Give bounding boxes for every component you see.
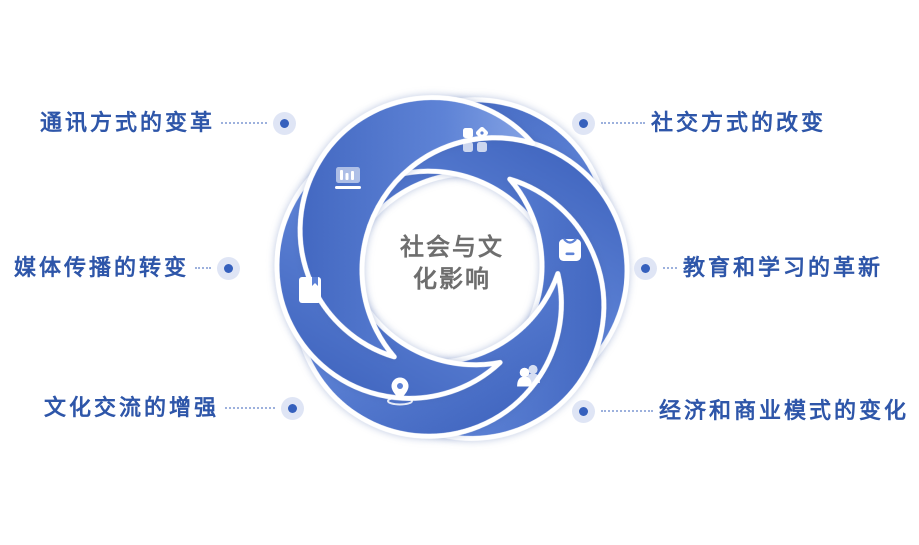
callout-label: 教育和学习的革新: [683, 255, 884, 280]
connector-dot-core: [224, 263, 234, 273]
callout-bottom-left: 文化交流的增强: [44, 395, 305, 421]
connector-dot: [572, 111, 595, 135]
connector-dot: [281, 396, 305, 420]
connector-dot-core: [288, 403, 298, 413]
apps-grid-icon: [463, 126, 489, 152]
dotted-connector: [195, 267, 212, 269]
dotted-connector: [221, 122, 268, 124]
connector-dot: [273, 111, 297, 135]
connector-dot: [634, 256, 657, 280]
callout-bottom-right: 经济和商业模式的变化: [572, 398, 909, 424]
people-icon: [517, 364, 540, 387]
connector-dot-core: [280, 118, 290, 128]
connector-dot-core: [641, 263, 650, 273]
center-title-line1: 社会与文: [400, 234, 504, 261]
dotted-connector: [601, 410, 653, 412]
callout-label: 媒体传播的转变: [14, 255, 190, 280]
callout-label: 社交方式的改变: [651, 110, 827, 135]
dotted-connector: [601, 122, 645, 124]
connector-dot-core: [579, 118, 588, 128]
location-pin-icon: [387, 377, 413, 406]
dotted-connector: [225, 407, 276, 409]
connector-dot: [572, 399, 595, 423]
petal-top-left: [297, 95, 536, 360]
callout-label: 文化交流的增强: [44, 395, 220, 420]
backpack-icon: [559, 238, 581, 261]
callout-middle-right: 教育和学习的革新: [634, 255, 883, 281]
diagram-center-title: 社会与文 化影响: [342, 232, 562, 296]
bar-chart-board-icon: [335, 167, 361, 189]
dotted-connector: [663, 267, 677, 269]
callout-label: 通讯方式的变革: [40, 110, 216, 135]
callout-top-right: 社交方式的改变: [572, 110, 826, 136]
callout-middle-left: 媒体传播的转变: [14, 255, 241, 281]
callout-top-left: 通讯方式的变革: [40, 110, 297, 136]
callout-label: 经济和商业模式的变化: [659, 398, 910, 423]
connector-dot-core: [579, 406, 588, 416]
pinwheel: [274, 95, 630, 441]
center-title-line2: 化影响: [413, 266, 491, 293]
connector-dot: [217, 256, 241, 280]
book-bookmark-icon: [299, 277, 321, 303]
